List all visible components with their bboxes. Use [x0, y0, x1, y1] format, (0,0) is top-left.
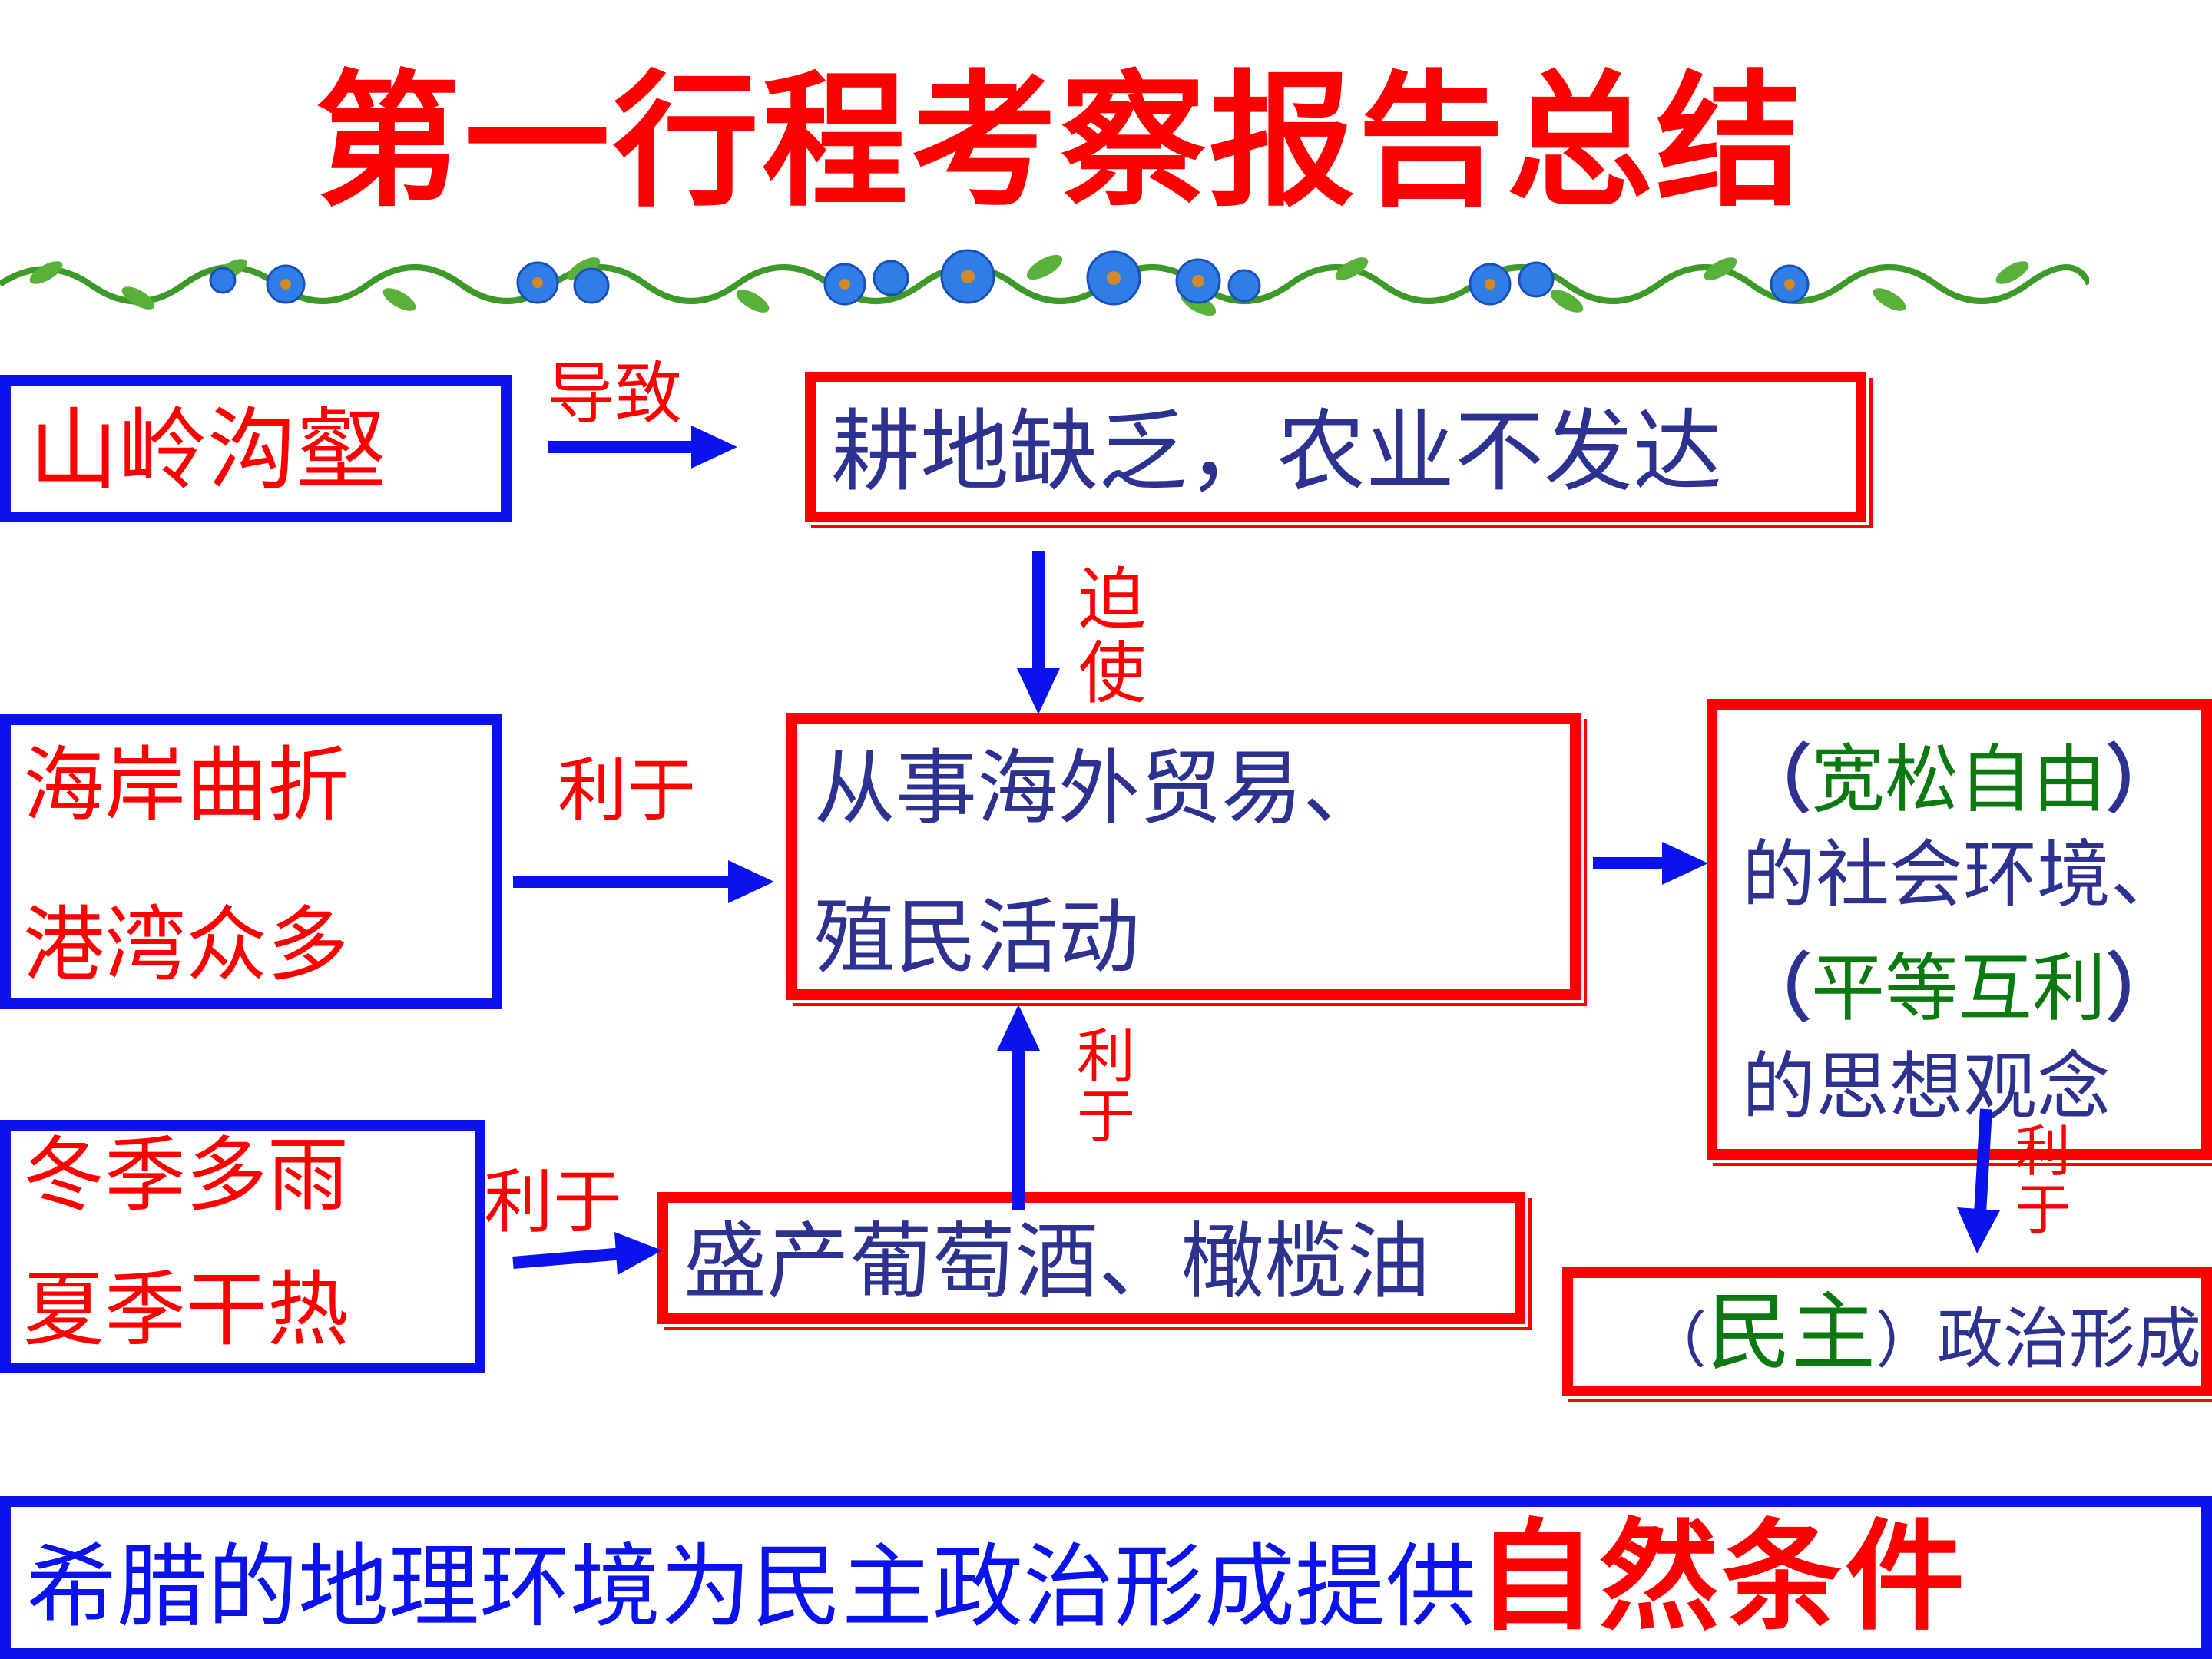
- democracy-rest: 政治形成: [1937, 1301, 2201, 1378]
- label-cause: 导致: [547, 354, 683, 433]
- result-environment-line: （宽松自由）: [1737, 737, 2180, 822]
- democracy-answer: 民主: [1707, 1283, 1876, 1382]
- factor-climate-line2: 夏季干热: [23, 1263, 349, 1357]
- label-benefit-up-2: 于: [1077, 1082, 1135, 1151]
- factor-climate-box: [0, 1120, 485, 1373]
- arrow-head-icon: [1662, 842, 1708, 885]
- label-benefit-down-2: 于: [2015, 1177, 2071, 1242]
- arrow-head-icon: [728, 860, 774, 903]
- conclusion-box: [0, 1496, 2212, 1659]
- paren-open: （: [1737, 945, 1811, 1031]
- result-trade-line1: 从事海外贸易、: [814, 741, 1384, 836]
- factor-mountains-box: [0, 375, 512, 522]
- result-democracy-box: [1562, 1267, 2212, 1396]
- result-farmland-text: 耕地缺乏，农业不发达: [831, 400, 1722, 504]
- result-society-box: [1707, 699, 2212, 1160]
- arrow-climate-to-produce: [512, 1247, 624, 1269]
- arrow-head-icon: [997, 1005, 1040, 1051]
- result-idea-line: （平等互利）: [1737, 946, 2180, 1031]
- flower-vine-icon: [0, 249, 2089, 316]
- result-produce-text: 盛产葡萄酒、橄榄油: [684, 1214, 1431, 1310]
- result-trade-line2: 殖民活动: [814, 890, 1140, 985]
- paren-close: ）: [2106, 737, 2180, 823]
- result-produce-box: [657, 1192, 1525, 1324]
- paren-close: ）: [2106, 945, 2180, 1031]
- result-idea-rest: 的思想观念: [1742, 1044, 2111, 1130]
- label-benefit-up-1: 利: [1077, 1022, 1135, 1091]
- result-democracy-line: （民主）政治形成: [1645, 1284, 2201, 1382]
- label-benefit-down-1: 利: [2015, 1119, 2071, 1184]
- result-farmland-box: [805, 372, 1866, 522]
- conclusion-line: 希腊的地理环境为民主政治形成提供自然条件: [26, 1511, 1968, 1644]
- factor-coast-box: [0, 714, 502, 1009]
- factor-climate-line1: 冬季多雨: [23, 1128, 349, 1223]
- arrow-head-icon: [1957, 1207, 2000, 1253]
- label-benefit-coast: 利于: [558, 750, 696, 831]
- paren-close: ）: [1876, 1305, 1937, 1376]
- result-trade-box: [786, 713, 1581, 1000]
- conclusion-text: 希腊的地理环境为民主政治形成提供: [26, 1534, 1477, 1640]
- conclusion-emphasis: 自然条件: [1476, 1507, 1969, 1647]
- label-force-1: 迫: [1078, 560, 1147, 639]
- factor-coast-line2: 港湾众多: [23, 898, 349, 992]
- idea-answer: 平等互利: [1811, 945, 2106, 1031]
- arrow-head-icon: [691, 426, 737, 469]
- arrow-head-icon: [1017, 668, 1060, 714]
- paren-open: （: [1645, 1305, 1707, 1376]
- result-environment-rest: 的社会环境、: [1742, 832, 2184, 918]
- label-force-2: 使: [1078, 634, 1147, 713]
- environment-answer: 宽松自由: [1811, 737, 2106, 823]
- label-benefit-climate: 利于: [484, 1162, 622, 1243]
- factor-coast-line1: 海岸曲折: [23, 738, 349, 833]
- paren-open: （: [1737, 737, 1811, 823]
- factor-mountains-text: 山岭沟壑: [29, 399, 386, 502]
- page-title: 第一行程考察报告总结: [314, 57, 1805, 227]
